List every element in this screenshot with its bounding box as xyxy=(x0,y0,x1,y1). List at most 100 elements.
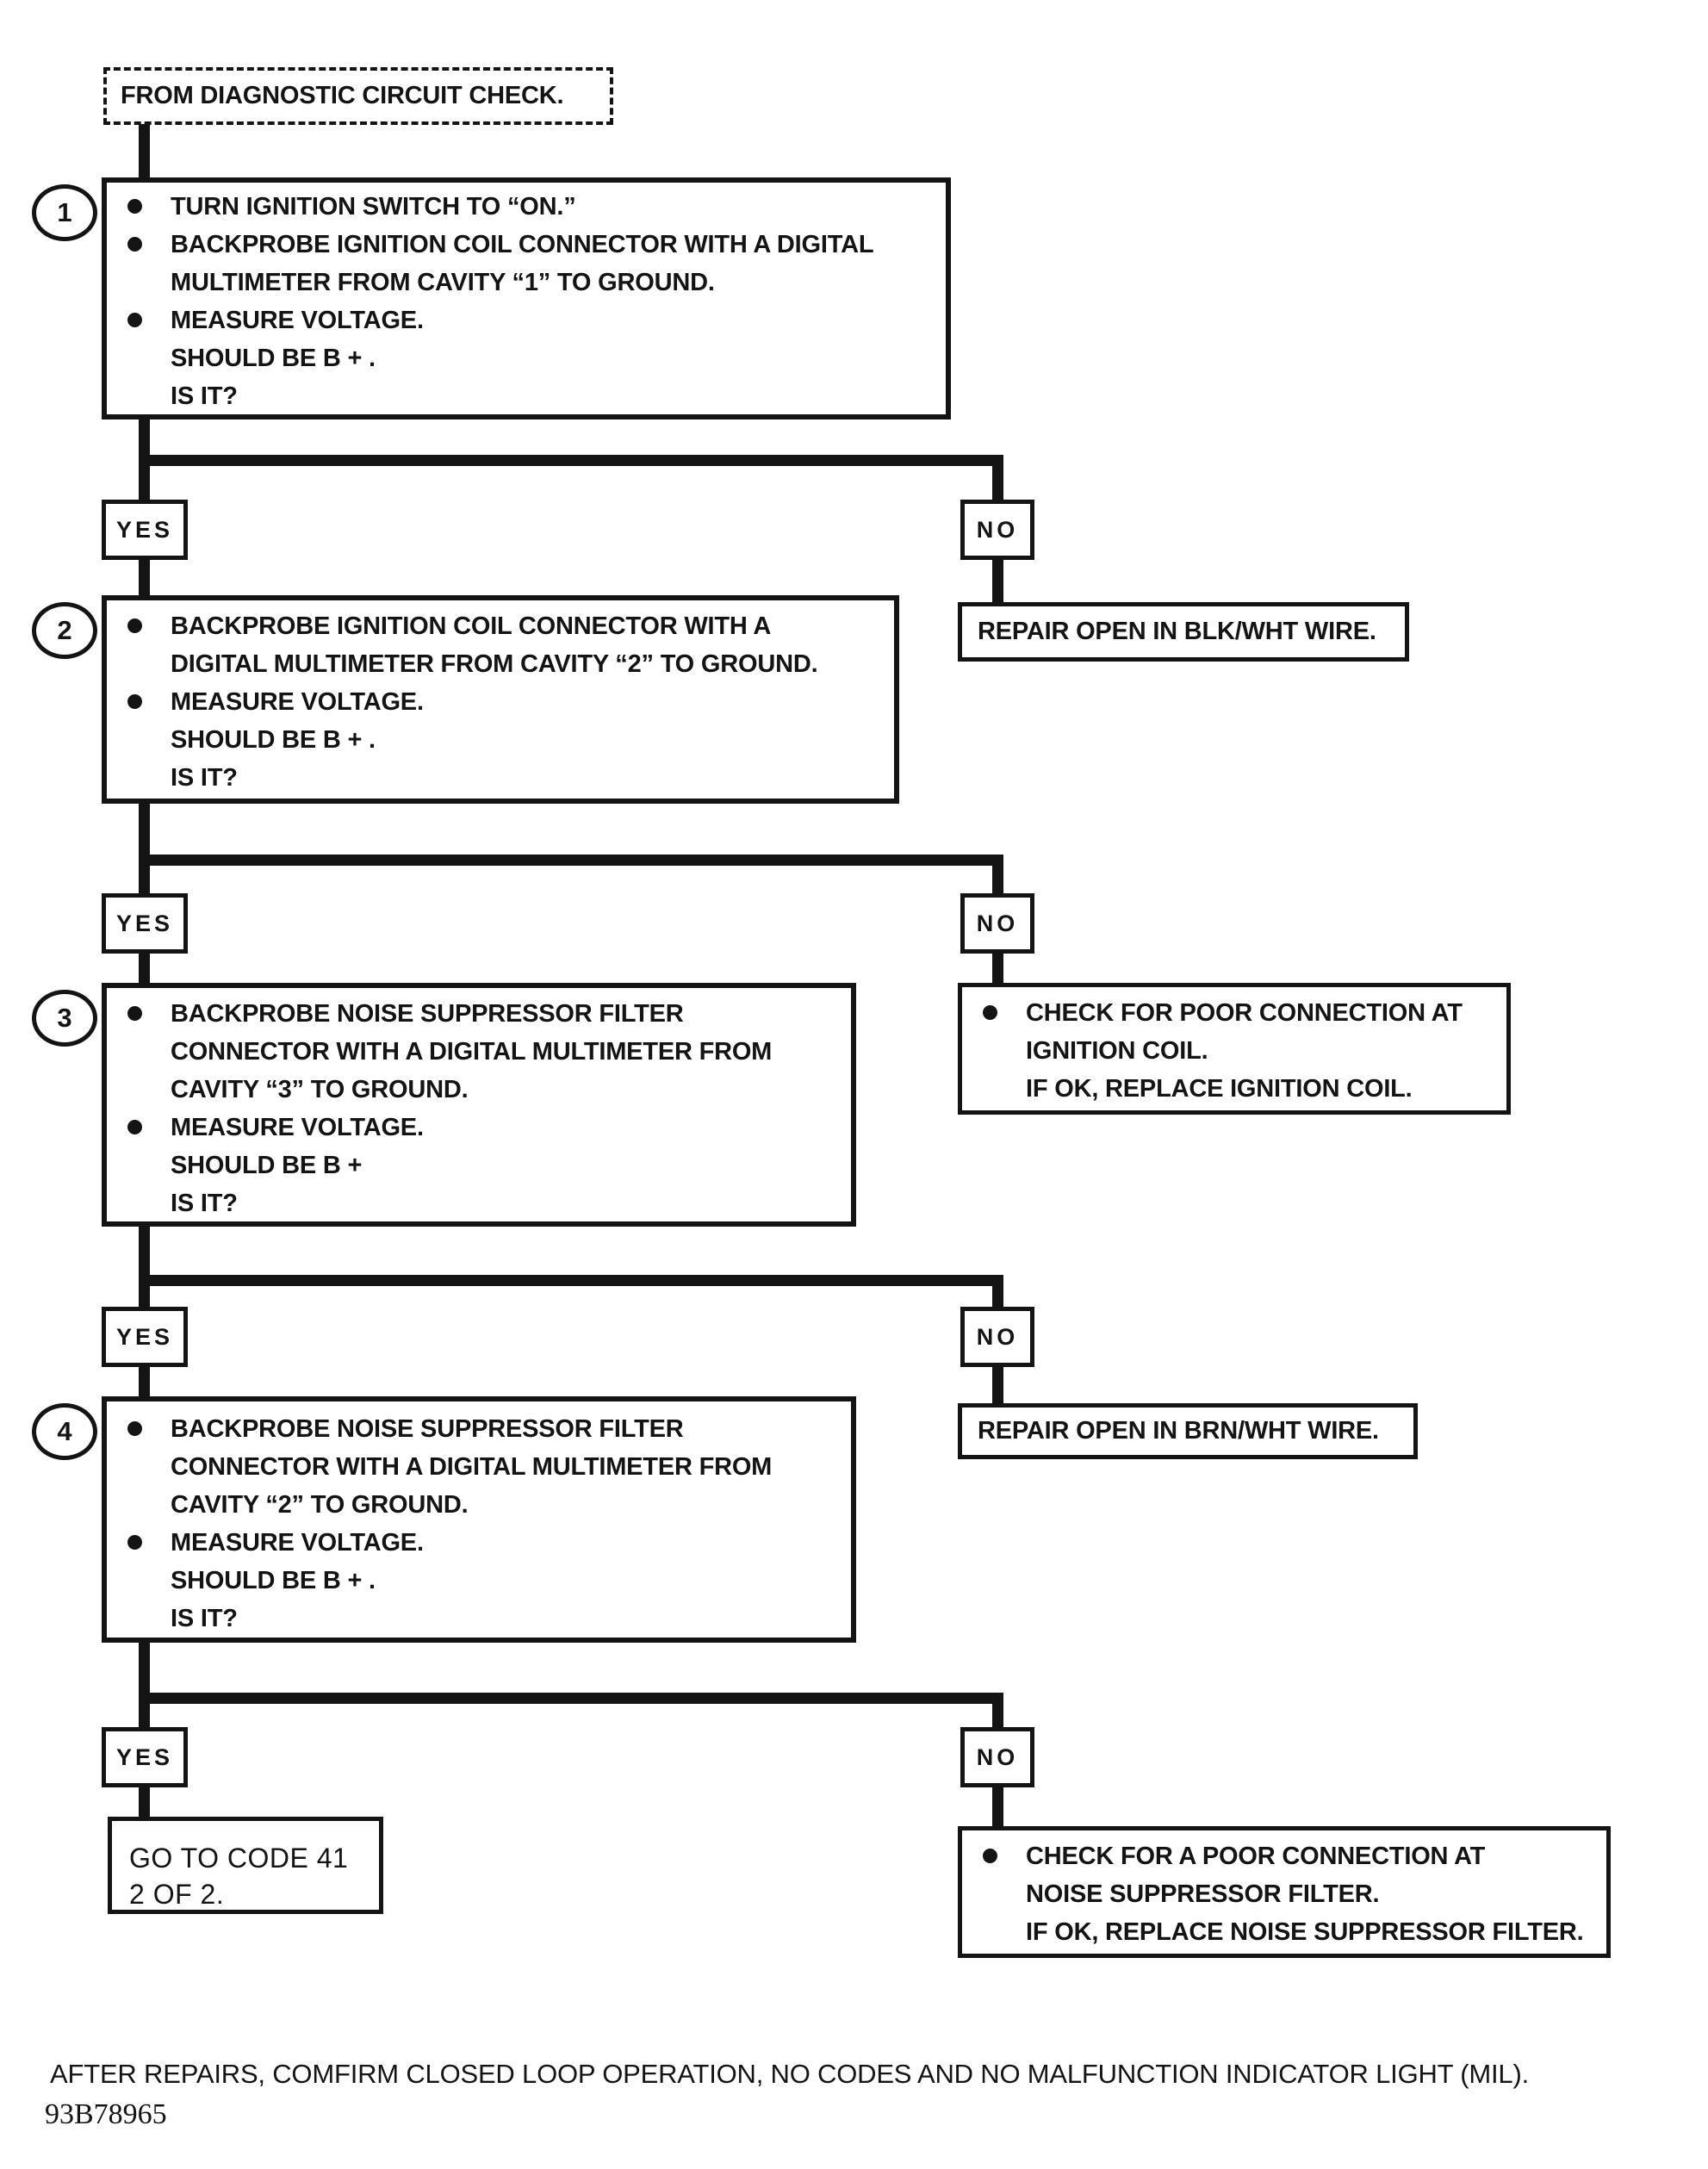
action-text: REPAIR OPEN IN BLK/WHT WIRE. xyxy=(978,618,1376,645)
bullet-icon xyxy=(127,618,142,633)
bullet-icon xyxy=(127,1535,142,1550)
step-line: TURN IGNITION SWITCH TO “ON.” xyxy=(107,188,946,226)
step-line: CONNECTOR WITH A DIGITAL MULTIMETER FROM xyxy=(107,1448,851,1486)
action-box-check-noise-suppressor: CHECK FOR A POOR CONNECTION AT NOISE SUP… xyxy=(958,1826,1611,1958)
start-label: FROM DIAGNOSTIC CIRCUIT CHECK. xyxy=(121,82,564,109)
action-text: IGNITION COIL. xyxy=(1026,1037,1208,1065)
step-line: MEASURE VOLTAGE. xyxy=(107,1524,851,1562)
step-line-text: BACKPROBE NOISE SUPPRESSOR FILTER xyxy=(171,1415,684,1443)
step-line-text: MULTIMETER FROM CAVITY “1” TO GROUND. xyxy=(171,269,715,296)
action-text: CHECK FOR A POOR CONNECTION AT xyxy=(1026,1843,1486,1870)
step-number-1: 1 xyxy=(32,184,97,241)
step-box-2: BACKPROBE IGNITION COIL CONNECTOR WITH A… xyxy=(102,595,899,804)
bullet-icon xyxy=(127,1421,142,1436)
step-line: BACKPROBE NOISE SUPPRESSOR FILTER xyxy=(107,995,851,1033)
step-line-text: MEASURE VOLTAGE. xyxy=(171,688,424,716)
step-box-4: BACKPROBE NOISE SUPPRESSOR FILTER CONNEC… xyxy=(102,1396,856,1643)
step-line-text: MEASURE VOLTAGE. xyxy=(171,307,424,334)
bullet-icon xyxy=(983,1849,997,1863)
step-line-text: MEASURE VOLTAGE. xyxy=(171,1529,424,1557)
branch-line-2 xyxy=(139,855,1003,866)
step-line-text: IS IT? xyxy=(171,764,238,792)
connector-no4-to-action4 xyxy=(992,1787,1003,1826)
step-number-3-label: 3 xyxy=(57,1003,72,1033)
step-line-text: IS IT? xyxy=(171,1190,238,1217)
connector-yes3-to-step4 xyxy=(139,1367,150,1396)
step-line: SHOULD BE B + . xyxy=(107,1562,851,1600)
yes-node-1: YES xyxy=(102,500,188,560)
step-number-2-label: 2 xyxy=(57,615,72,645)
step-line: MULTIMETER FROM CAVITY “1” TO GROUND. xyxy=(107,264,946,301)
connector-step4-to-yes4 xyxy=(139,1643,150,1727)
step-line-text: IS IT? xyxy=(171,1605,238,1632)
connector-yes2-to-step3 xyxy=(139,954,150,983)
step-line-text: MEASURE VOLTAGE. xyxy=(171,1114,424,1141)
connector-step2-to-yes2 xyxy=(139,804,150,893)
action-text: REPAIR OPEN IN BRN/WHT WIRE. xyxy=(978,1417,1379,1445)
action-line: IF OK, REPLACE NOISE SUPPRESSOR FILTER. xyxy=(962,1913,1606,1951)
step-number-4: 4 xyxy=(32,1403,97,1460)
step-line-text: CAVITY “3” TO GROUND. xyxy=(171,1076,469,1103)
no-node-2: NO xyxy=(960,893,1034,954)
bullet-icon xyxy=(127,199,142,214)
start-node: FROM DIAGNOSTIC CIRCUIT CHECK. xyxy=(103,67,613,125)
action-text: NOISE SUPPRESSOR FILTER. xyxy=(1026,1880,1380,1908)
step-line: DIGITAL MULTIMETER FROM CAVITY “2” TO GR… xyxy=(107,645,894,683)
goto-line-1: GO TO CODE 41 xyxy=(129,1843,349,1874)
step-line: CONNECTOR WITH A DIGITAL MULTIMETER FROM xyxy=(107,1033,851,1071)
action-text: CHECK FOR POOR CONNECTION AT xyxy=(1026,999,1463,1027)
step-line: MEASURE VOLTAGE. xyxy=(107,301,946,339)
goto-code-41-box: GO TO CODE 41 2 OF 2. xyxy=(108,1817,383,1914)
step-number-4-label: 4 xyxy=(57,1416,72,1446)
connector-branch3-to-no3 xyxy=(992,1284,1003,1307)
step-box-1: TURN IGNITION SWITCH TO “ON.” BACKPROBE … xyxy=(102,177,951,420)
connector-yes4-to-goto xyxy=(139,1787,150,1817)
action-box-check-ignition-coil: CHECK FOR POOR CONNECTION AT IGNITION CO… xyxy=(958,983,1511,1115)
branch-line-1 xyxy=(139,455,1003,466)
connector-yes1-to-step2 xyxy=(139,560,150,595)
bullet-icon xyxy=(127,313,142,327)
yes-node-4: YES xyxy=(102,1727,188,1787)
action-box-repair-blk-wht: REPAIR OPEN IN BLK/WHT WIRE. xyxy=(958,602,1409,662)
step-line-text: BACKPROBE IGNITION COIL CONNECTOR WITH A xyxy=(171,612,772,640)
step-line-text: SHOULD BE B + . xyxy=(171,726,376,754)
step-number-2: 2 xyxy=(32,602,97,659)
bullet-icon xyxy=(127,1120,142,1134)
connector-no3-to-action3 xyxy=(992,1367,1003,1403)
no-label: NO xyxy=(976,910,1019,936)
step-line-text: DIGITAL MULTIMETER FROM CAVITY “2” TO GR… xyxy=(171,650,818,678)
branch-line-3 xyxy=(139,1275,1003,1286)
step-line: CAVITY “2” TO GROUND. xyxy=(107,1486,851,1524)
bullet-icon xyxy=(127,237,142,252)
action-text: IF OK, REPLACE IGNITION COIL. xyxy=(1026,1075,1413,1103)
action-line: IGNITION COIL. xyxy=(962,1032,1506,1070)
branch-line-4 xyxy=(139,1693,1003,1704)
no-node-3: NO xyxy=(960,1307,1034,1367)
step-box-3: BACKPROBE NOISE SUPPRESSOR FILTER CONNEC… xyxy=(102,983,856,1227)
no-node-1: NO xyxy=(960,500,1034,560)
yes-label: YES xyxy=(115,516,174,543)
action-line: IF OK, REPLACE IGNITION COIL. xyxy=(962,1070,1506,1108)
step-line: IS IT? xyxy=(107,377,946,415)
connector-no1-to-action1 xyxy=(992,560,1003,602)
step-line: IS IT? xyxy=(107,1184,851,1222)
yes-label: YES xyxy=(115,1323,174,1350)
action-line: NOISE SUPPRESSOR FILTER. xyxy=(962,1875,1606,1913)
step-line: BACKPROBE NOISE SUPPRESSOR FILTER xyxy=(107,1410,851,1448)
step-line-text: TURN IGNITION SWITCH TO “ON.” xyxy=(171,193,576,221)
step-line: SHOULD BE B + . xyxy=(107,339,946,377)
step-line-text: SHOULD BE B + xyxy=(171,1152,363,1179)
action-line: CHECK FOR POOR CONNECTION AT xyxy=(962,994,1506,1032)
goto-line-2: 2 OF 2. xyxy=(129,1879,225,1910)
action-line: CHECK FOR A POOR CONNECTION AT xyxy=(962,1837,1606,1875)
no-label: NO xyxy=(976,1323,1019,1350)
step-line-text: CONNECTOR WITH A DIGITAL MULTIMETER FROM xyxy=(171,1453,773,1481)
no-node-4: NO xyxy=(960,1727,1034,1787)
step-line: BACKPROBE IGNITION COIL CONNECTOR WITH A xyxy=(107,607,894,645)
step-line: IS IT? xyxy=(107,1600,851,1638)
connector-no2-to-action2 xyxy=(992,954,1003,983)
yes-node-2: YES xyxy=(102,893,188,954)
step-number-3: 3 xyxy=(32,990,97,1047)
step-line-text: IS IT? xyxy=(171,382,238,410)
step-line: IS IT? xyxy=(107,759,894,797)
